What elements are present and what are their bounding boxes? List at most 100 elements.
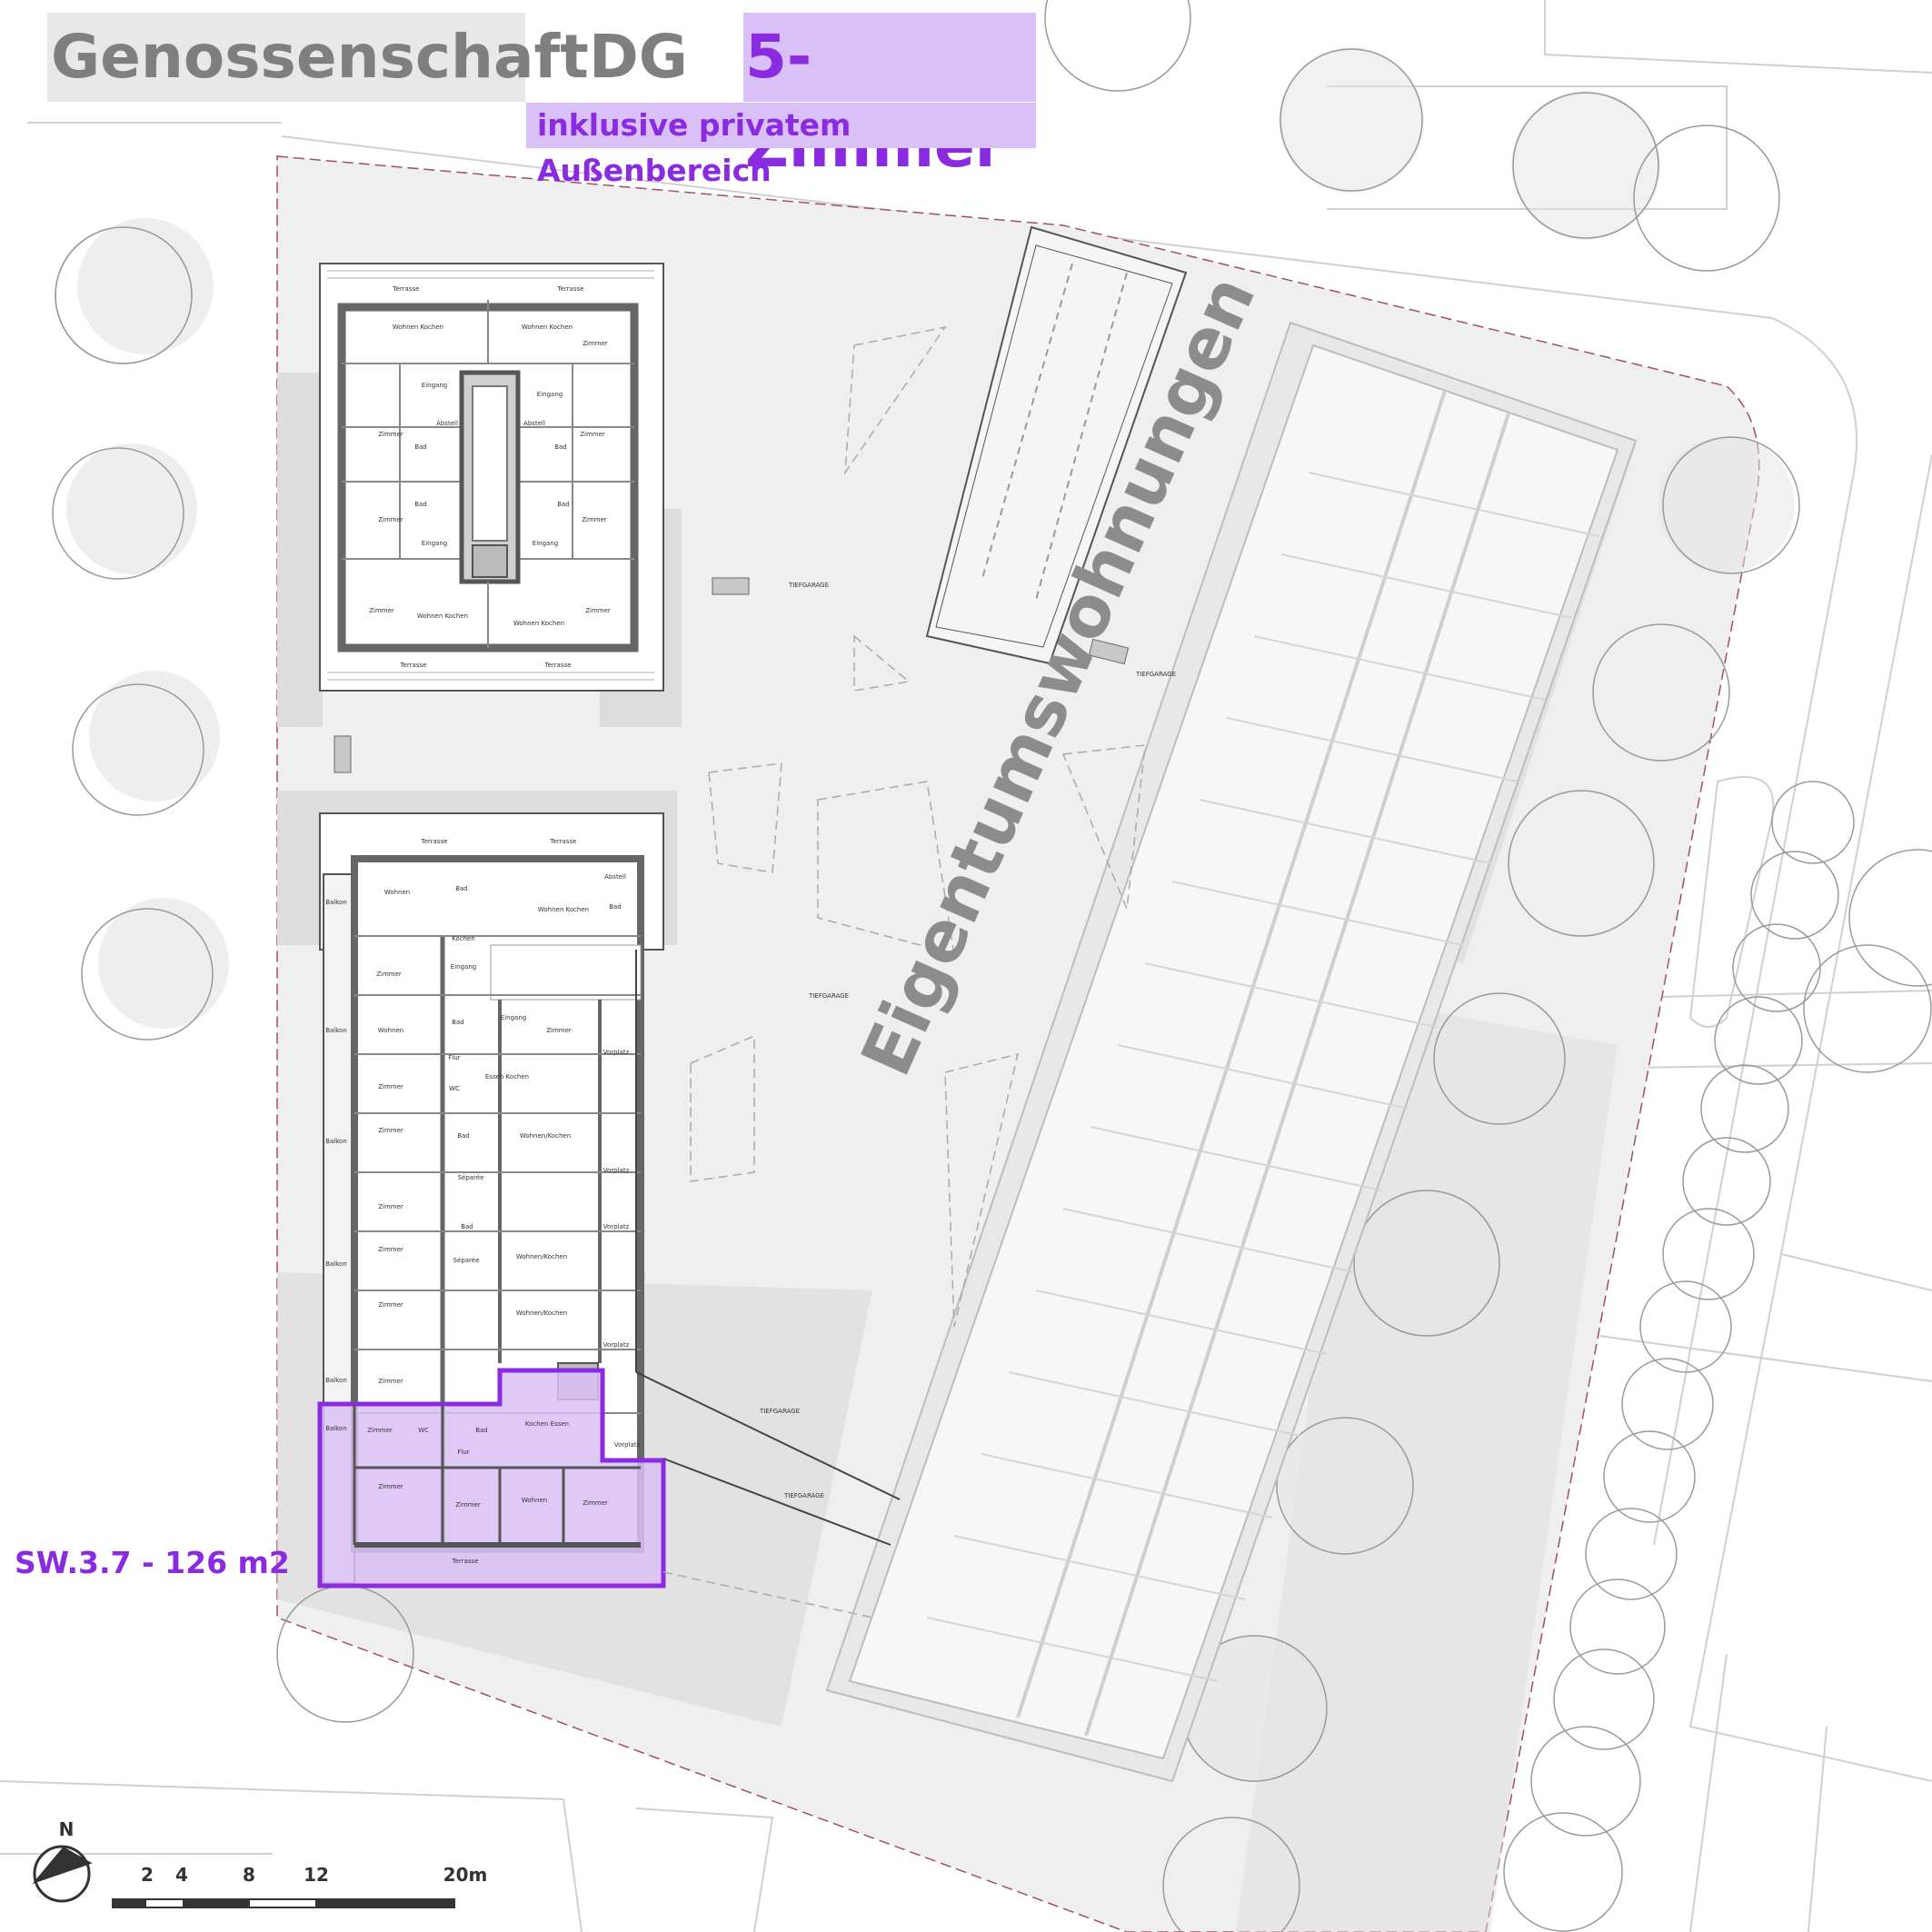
room-label: Zimmer <box>455 1501 481 1509</box>
balcony-label: Balkon <box>325 899 347 906</box>
room-label: Wohnen/Kochen <box>520 1132 571 1140</box>
room-label: Bad <box>554 443 567 451</box>
room-label: Zimmer <box>378 516 403 523</box>
north-label: N <box>59 1818 75 1840</box>
room-label: Zimmer <box>376 971 402 978</box>
north-arrow <box>32 1845 93 1903</box>
room-label: Wohnen/Kochen <box>516 1310 567 1317</box>
room-label: Wohnen Kochen <box>538 906 589 913</box>
vorplatz-label: Vorplatz <box>603 1167 630 1174</box>
floor-label: DG <box>589 22 688 92</box>
balcony-label: Balkon <box>325 1260 347 1268</box>
room-label: Essen Kochen <box>485 1073 529 1081</box>
garage-label: TIEFGARAGE <box>1135 671 1176 678</box>
room-label: Zimmer <box>369 607 394 614</box>
room-label: Zimmer <box>546 1027 572 1034</box>
room-label: Eingang <box>501 1014 526 1021</box>
vorplatz-label: Vorplatz <box>603 1049 630 1056</box>
terrace-label: Terrasse <box>557 285 584 293</box>
room-label: Kochen <box>452 935 475 942</box>
scale-tick-label: 4 <box>175 1864 188 1886</box>
room-label: Wohnen Kochen <box>513 620 564 627</box>
room-label: Wohnen Kochen <box>393 324 443 331</box>
balcony-label: Balkon <box>325 1377 347 1384</box>
vorplatz-label: Vorplatz <box>603 1223 630 1230</box>
room-label: Bad <box>461 1223 473 1230</box>
terrace-label: Terrasse <box>544 662 572 669</box>
garage-label: TIEFGARAGE <box>808 992 849 1000</box>
room-label: Bad <box>609 903 622 911</box>
room-label: Séparée <box>453 1257 480 1264</box>
cooperative-label: Genossenschaft <box>47 13 589 102</box>
terrace-label: Terrasse <box>400 662 427 669</box>
room-label: Wohnen Kochen <box>417 612 468 620</box>
scale-bar <box>112 1898 455 1908</box>
room-label: Bad <box>414 443 427 451</box>
garage-ramp <box>925 225 1188 665</box>
landscape-outlines <box>662 325 1146 1618</box>
unit-area-label: SW.3.7 - 126 m2 <box>15 1545 290 1580</box>
room-label: Zimmer <box>585 607 611 614</box>
room-label: Abstell <box>523 420 545 427</box>
room-label: Bad <box>452 1019 464 1026</box>
room-label: Zimmer <box>582 516 607 523</box>
scale-tick-label: 20m <box>443 1864 488 1886</box>
room-label: Eingang <box>422 382 447 389</box>
garage-label: TIEFGARAGE <box>759 1408 800 1415</box>
room-label: Eingang <box>537 391 563 398</box>
room-label: Eingang <box>422 540 447 547</box>
room-label: Wohnen Kochen <box>522 324 573 331</box>
garage-label: TIEFGARAGE <box>788 582 829 589</box>
room-label: Zimmer <box>580 431 605 438</box>
room-label: Zimmer <box>378 1483 403 1490</box>
unit-type-label: 5-Zimmer <box>743 13 1036 181</box>
room-label: WC <box>418 1427 429 1434</box>
room-label: WC <box>449 1085 460 1092</box>
room-label: Zimmer <box>378 1203 403 1210</box>
room-label: Terrasse <box>452 1558 479 1565</box>
highlighted-unit-walls <box>353 1404 641 1548</box>
trees <box>52 0 1932 1932</box>
building-a <box>319 263 664 692</box>
room-label: Abstell <box>436 420 458 427</box>
room-label: Bad <box>455 885 468 892</box>
room-label: Abstell <box>604 873 626 881</box>
room-label: Zimmer <box>378 1301 403 1309</box>
balcony-label: Balkon <box>325 1027 347 1034</box>
scale-tick-label: 12 <box>304 1864 329 1886</box>
room-label: Zimmer <box>378 1246 403 1253</box>
room-label: Flur <box>457 1449 469 1456</box>
room-label: Bad <box>475 1427 488 1434</box>
room-label: Zimmer <box>367 1427 393 1434</box>
room-label: Flur <box>448 1054 460 1061</box>
room-label: Zimmer <box>583 1499 608 1507</box>
room-label: Zimmer <box>378 1378 403 1385</box>
room-label: Wohnen <box>522 1497 547 1504</box>
room-label: Zimmer <box>583 340 608 347</box>
room-label: Bad <box>557 501 570 508</box>
room-label: Wohnen/Kochen <box>516 1253 567 1260</box>
scale-tick-label: 8 <box>243 1864 255 1886</box>
room-label: Eingang <box>451 963 476 971</box>
room-label: Séparée <box>458 1174 484 1181</box>
room-label: Zimmer <box>378 1127 403 1134</box>
terrace-label: Terrasse <box>550 838 577 845</box>
room-label: Zimmer <box>378 1083 403 1090</box>
room-label: Wohnen <box>378 1027 403 1034</box>
unit-subtitle: inklusive privatem Außenbereich <box>526 103 1036 188</box>
room-label: Eingang <box>533 540 558 547</box>
room-label: Wohnen <box>384 889 410 896</box>
vorplatz-label: Vorplatz <box>603 1341 630 1349</box>
garage-connector <box>635 950 901 1546</box>
room-label: Zimmer <box>378 431 403 438</box>
building-c <box>825 321 1638 1783</box>
terrace-label: Terrasse <box>393 285 420 293</box>
room-label: Bad <box>414 501 427 508</box>
room-label: Kochen Essen <box>525 1420 569 1428</box>
garage-label: TIEFGARAGE <box>783 1492 824 1499</box>
vehicle-markers <box>334 577 1130 773</box>
room-label: Bad <box>457 1132 470 1140</box>
scale-tick-label: 2 <box>141 1864 154 1886</box>
highlighted-unit <box>317 1368 666 1588</box>
